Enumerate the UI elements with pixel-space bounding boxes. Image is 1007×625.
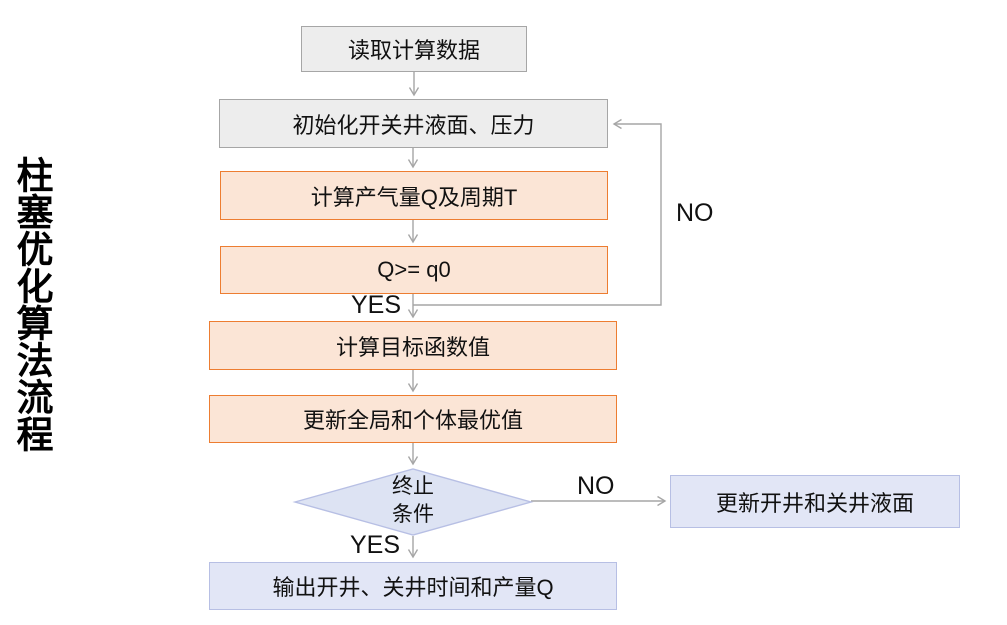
node-output-result-label: 输出开井、关井时间和产量Q xyxy=(272,575,554,600)
node-q-condition: Q>= q0 xyxy=(220,246,608,294)
node-objective-value-label: 计算目标函数值 xyxy=(335,334,490,360)
node-compute-gas-rate: 计算产气量Q及周期T xyxy=(220,171,608,220)
node-update-best-label: 更新全局和个体最优值 xyxy=(302,408,523,433)
label-terminate-yes: YES xyxy=(350,531,401,559)
terminate-diamond xyxy=(292,468,534,536)
label-q-no: NO xyxy=(676,199,714,227)
node-output-result: 输出开井、关井时间和产量Q xyxy=(209,562,617,610)
node-update-well-levels: 更新开井和关井液面 xyxy=(670,475,960,528)
node-objective-value: 计算目标函数值 xyxy=(209,321,617,370)
terminate-diamond-label: 终止 条件 xyxy=(353,473,473,529)
label-terminate-no: NO xyxy=(577,472,615,500)
node-read-data-label: 读取计算数据 xyxy=(347,38,480,63)
node-compute-gas-rate-label: 计算产气量Q及周期T xyxy=(310,184,518,210)
terminate-line2: 条件 xyxy=(392,503,434,526)
diagram-title: 柱塞优化算法流程 xyxy=(11,156,52,452)
node-initialize: 初始化开关井液面、压力 xyxy=(219,99,608,148)
node-q-condition-label: Q>= q0 xyxy=(377,257,451,282)
node-update-well-levels-label: 更新开井和关井液面 xyxy=(715,490,914,516)
node-initialize-label: 初始化开关井液面、压力 xyxy=(292,112,535,138)
terminate-line1: 终止 xyxy=(392,475,434,498)
node-update-best: 更新全局和个体最优值 xyxy=(209,395,617,443)
label-q-yes: YES xyxy=(351,291,402,319)
arrow-no-feedback-loop xyxy=(413,118,662,306)
node-read-data: 读取计算数据 xyxy=(301,26,527,72)
